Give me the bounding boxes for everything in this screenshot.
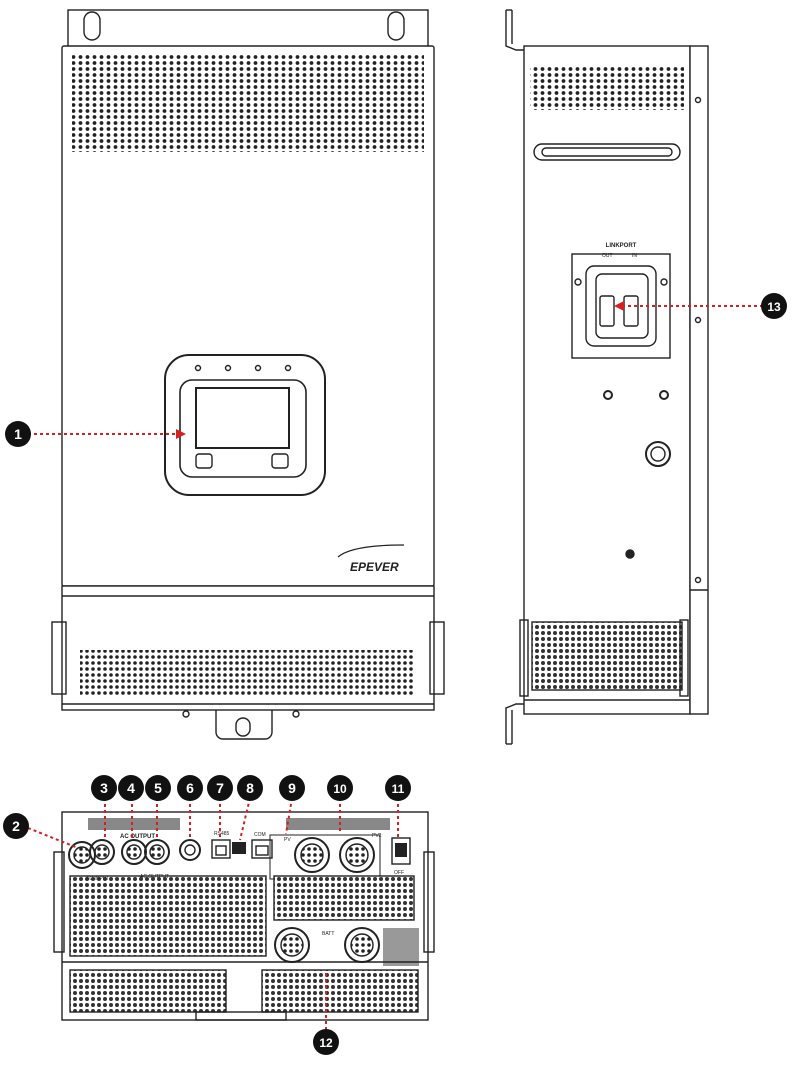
ac-output-top-label: AC OUTPUT [120, 834, 155, 840]
pv-terminal[interactable] [294, 837, 330, 873]
ac-output-label: AC OUTPUT [140, 874, 169, 880]
pv2-label: PV2 [372, 833, 382, 839]
callout-4: 4 [118, 775, 144, 801]
pv2-terminal[interactable] [339, 837, 375, 873]
callout-2: 2 [3, 813, 29, 839]
brand-logo: EPEVER [350, 560, 399, 574]
battery-terminal-positive[interactable] [344, 927, 380, 963]
ground-screw [179, 839, 201, 861]
ground-terminal [645, 441, 671, 467]
linkport-label: LINKPORT [606, 243, 637, 249]
callout-9: 9 [279, 775, 305, 801]
side-bottom-mesh [531, 621, 683, 691]
pv-label: PV [284, 837, 291, 843]
lcd-screen [195, 387, 290, 449]
rs485-port[interactable] [211, 839, 231, 859]
ac-input-terminal-2[interactable] [89, 839, 115, 865]
callout-13: 13 [761, 293, 787, 319]
callout-3: 3 [91, 775, 117, 801]
svg-text:4: 4 [127, 780, 135, 796]
off-label: OFF [394, 870, 404, 876]
led-indicator [284, 364, 292, 372]
svg-text:10: 10 [333, 782, 347, 796]
batt-label: BATT [322, 931, 334, 937]
svg-text:11: 11 [392, 782, 405, 796]
callout-11: 11 [385, 775, 411, 801]
com-port[interactable] [251, 839, 273, 859]
svg-text:13: 13 [767, 300, 781, 314]
bottom-view [53, 811, 435, 1021]
callout-5: 5 [145, 775, 171, 801]
dry-contact-port[interactable] [232, 842, 246, 854]
side-view [505, 9, 709, 745]
svg-text:1: 1 [14, 426, 22, 442]
svg-text:8: 8 [246, 780, 254, 796]
led-indicator [194, 364, 202, 372]
power-switch[interactable] [391, 837, 411, 865]
led-indicator [224, 364, 232, 372]
linkport-out-connector[interactable] [599, 295, 615, 327]
callout-7: 7 [207, 775, 233, 801]
linkport-out-label: OUT [602, 253, 613, 259]
svg-text:3: 3 [100, 780, 108, 796]
ac-input-label: AC INPUT [86, 876, 109, 882]
lcd-button-left[interactable] [195, 453, 213, 469]
ac-output-terminal-2[interactable] [144, 839, 170, 865]
rs485-label: RS485 [214, 831, 230, 837]
bottom-vent-grille [80, 650, 414, 696]
lcd-button-right[interactable] [271, 453, 289, 469]
callout-1: 1 [5, 421, 31, 447]
com-label: COM [254, 832, 266, 838]
svg-text:7: 7 [216, 780, 224, 796]
keyhole-left [83, 11, 101, 41]
linkport-in-label: IN [632, 253, 637, 259]
callout-12: 12 [313, 1029, 339, 1055]
svg-text:6: 6 [186, 780, 194, 796]
callout-10: 10 [327, 775, 353, 801]
svg-text:9: 9 [288, 780, 296, 796]
svg-text:12: 12 [319, 1036, 333, 1050]
battery-terminal-negative[interactable] [274, 927, 310, 963]
callout-8: 8 [237, 775, 263, 801]
svg-text:5: 5 [154, 780, 162, 796]
led-indicator [254, 364, 262, 372]
keyhole-right [387, 11, 405, 41]
side-vent-grille [530, 66, 684, 110]
front-view [51, 9, 445, 740]
svg-text:2: 2 [12, 818, 20, 834]
callout-6: 6 [177, 775, 203, 801]
top-vent-grille [72, 54, 424, 152]
